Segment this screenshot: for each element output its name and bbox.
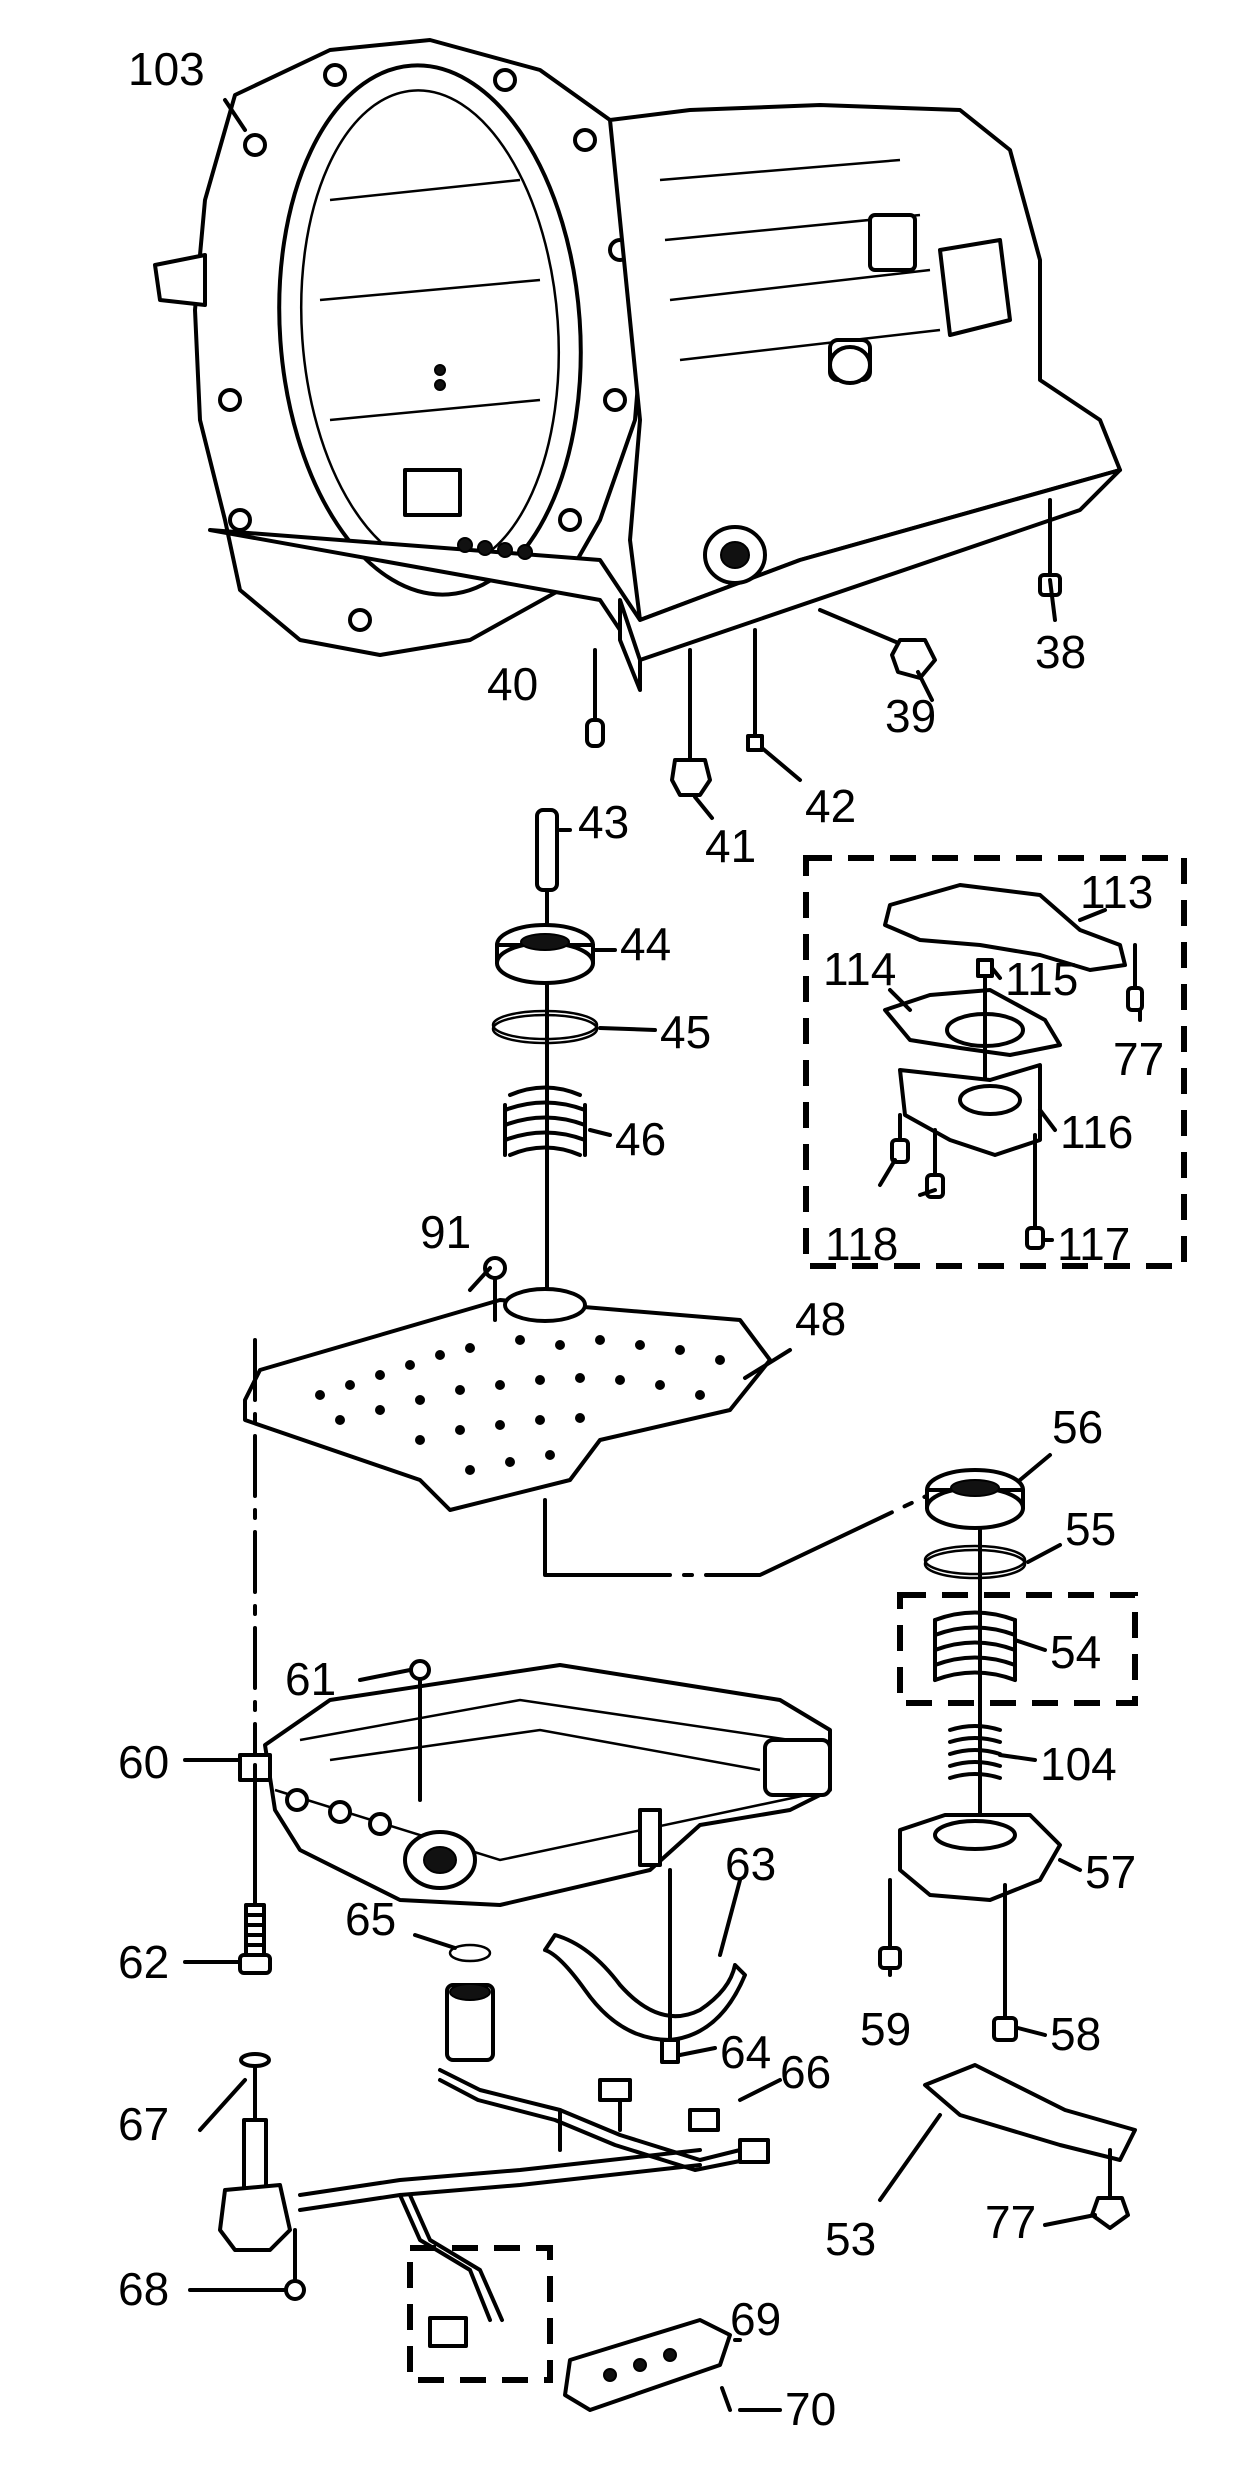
- callout-91: 91: [420, 1206, 471, 1258]
- callout-56: 56: [1052, 1401, 1103, 1453]
- callout-54: 54: [1050, 1626, 1101, 1678]
- callout-labels: 103 38 39 40 41 42 43 44 45 46 91 48 113…: [118, 43, 1164, 2435]
- callout-77: 77: [1113, 1033, 1164, 1085]
- callout-61: 61: [285, 1653, 336, 1705]
- callout-77-lower: 77: [985, 2196, 1036, 2248]
- pressure-control-subassembly: [803, 855, 1187, 1269]
- callout-104: 104: [1040, 1738, 1117, 1790]
- callout-40: 40: [487, 658, 538, 710]
- callout-42: 42: [805, 780, 856, 832]
- transmission-case: [153, 38, 1122, 692]
- callout-113: 113: [1080, 866, 1153, 918]
- callout-53: 53: [825, 2213, 876, 2265]
- callout-62: 62: [118, 1936, 169, 1988]
- case-fasteners: [585, 498, 1062, 797]
- callout-41: 41: [705, 820, 756, 872]
- accumulator-assembly-right: [878, 1468, 1138, 2230]
- callout-38: 38: [1035, 626, 1086, 678]
- callout-118: 118: [825, 1218, 898, 1270]
- callout-63: 63: [725, 1838, 776, 1890]
- callout-114: 114: [823, 943, 896, 995]
- callout-64: 64: [720, 2026, 771, 2078]
- callout-65: 65: [345, 1893, 396, 1945]
- leader-lines: [183, 98, 1142, 2412]
- callout-103: 103: [128, 43, 205, 95]
- callout-69: 69: [730, 2293, 781, 2345]
- callout-55: 55: [1065, 1503, 1116, 1555]
- callout-58: 58: [1050, 2008, 1101, 2060]
- callout-59: 59: [860, 2003, 911, 2055]
- callout-39: 39: [885, 690, 936, 742]
- callout-67: 67: [118, 2098, 169, 2150]
- accumulator-stack: [491, 808, 599, 1307]
- callout-48: 48: [795, 1293, 846, 1345]
- callout-68: 68: [118, 2263, 169, 2315]
- callout-116: 116: [1060, 1106, 1133, 1158]
- callout-117: 117: [1057, 1218, 1130, 1270]
- spacer-plate: [243, 1256, 962, 1762]
- callout-66: 66: [780, 2046, 831, 2098]
- callout-44: 44: [620, 918, 671, 970]
- callout-57: 57: [1085, 1846, 1136, 1898]
- valve-body: [238, 1659, 832, 1975]
- callout-60: 60: [118, 1736, 169, 1788]
- callout-43: 43: [578, 796, 629, 848]
- callout-70: 70: [785, 2383, 836, 2435]
- callout-45: 45: [660, 1006, 711, 1058]
- lower-components: [218, 1868, 770, 2412]
- callout-46: 46: [615, 1113, 666, 1165]
- callout-115: 115: [1005, 953, 1078, 1005]
